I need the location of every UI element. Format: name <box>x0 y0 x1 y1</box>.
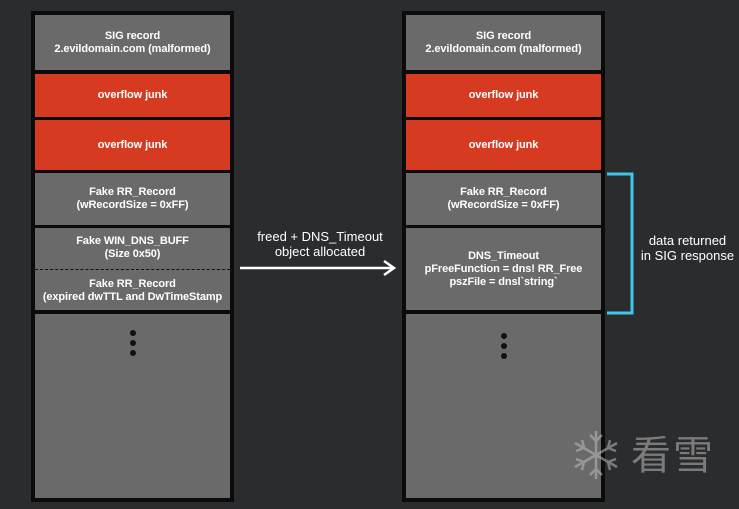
fake-rr-record-block: Fake RR_Record (wRecordSize = 0xFF) <box>35 173 230 225</box>
fake-rr-record-block: Fake RR_Record (wRecordSize = 0xFF) <box>406 173 601 225</box>
brace-label-line: data returned <box>648 233 727 248</box>
fake-rr-record-expired: (expired dwTTL and DwTimeStamp <box>42 291 223 303</box>
dns-timeout-title: DNS_Timeout <box>468 249 539 262</box>
fake-win-dns-buff-title: Fake WIN_DNS_BUFF <box>76 235 189 247</box>
sig-record-domain: 2.evildomain.com (malformed) <box>54 42 211 55</box>
brace-label: data returned in SIG response <box>636 233 739 263</box>
arrow-label: freed + DNS_Timeout object allocated <box>240 229 400 259</box>
dns-timeout-free-function: pFreeFunction = dns! RR_Free <box>424 262 583 275</box>
arrow-label-line: object allocated <box>274 244 366 259</box>
arrow-label-line: freed + DNS_Timeout <box>257 229 383 244</box>
dashed-divider <box>35 269 230 270</box>
data-returned-brace <box>607 172 634 315</box>
fake-rr-record-size: (wRecordSize = 0xFF) <box>76 199 189 211</box>
ellipsis-dots <box>402 331 605 361</box>
dns-timeout-block: DNS_Timeout pFreeFunction = dns! RR_Free… <box>406 228 601 310</box>
fake-win-dns-buff-size: (Size 0x50) <box>104 248 161 260</box>
overflow-junk-label: overflow junk <box>97 89 168 101</box>
overflow-junk-label: overflow junk <box>468 89 539 101</box>
overflow-junk-block: overflow junk <box>406 120 601 170</box>
fake-rr-record-title: Fake RR_Record <box>89 186 176 198</box>
overflow-junk-block: overflow junk <box>406 74 601 117</box>
fake-rr-record-title: Fake RR_Record <box>460 186 547 198</box>
left-memory-stack: SIG record 2.evildomain.com (malformed) … <box>31 11 234 502</box>
transition-arrow <box>240 259 397 277</box>
snowflake-icon <box>574 431 618 479</box>
overflow-junk-label: overflow junk <box>468 138 539 151</box>
right-memory-stack: SIG record 2.evildomain.com (malformed) … <box>402 11 605 502</box>
overflow-junk-block: overflow junk <box>35 120 230 170</box>
sig-record-title: SIG record <box>104 29 161 42</box>
sig-record-title: SIG record <box>475 29 532 42</box>
sig-record-block: SIG record 2.evildomain.com (malformed) <box>35 15 230 70</box>
overflow-junk-block: overflow junk <box>35 74 230 117</box>
ellipsis-dots <box>31 328 234 358</box>
watermark-text: 看雪 <box>631 433 715 479</box>
sig-record-block: SIG record 2.evildomain.com (malformed) <box>406 15 601 70</box>
overflow-junk-label: overflow junk <box>97 138 168 151</box>
dns-timeout-psz-file: pszFile = dnsl`string` <box>449 275 558 288</box>
brace-label-line: in SIG response <box>640 248 735 263</box>
sig-record-domain: 2.evildomain.com (malformed) <box>425 42 582 55</box>
fake-rr-record-expired-text: Fake RR_Record (expired dwTTL and DwTime… <box>35 273 230 309</box>
fake-rr-record-size: (wRecordSize = 0xFF) <box>447 199 560 211</box>
fake-rr-record-title: Fake RR_Record <box>89 278 176 290</box>
fake-win-dns-buff-text: Fake WIN_DNS_BUFF (Size 0x50) <box>35 231 230 265</box>
